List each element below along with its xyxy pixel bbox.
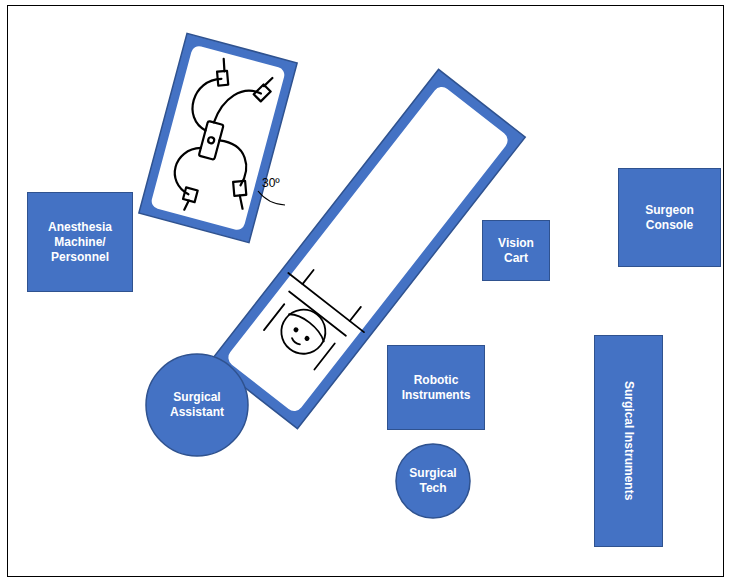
node-label: Surgical Assistant <box>160 390 235 420</box>
circle-shape <box>396 444 470 518</box>
node-label: Surgical Instruments <box>621 381 636 500</box>
node-label: Vision Cart <box>487 236 545 266</box>
staff-circle: Surgical Tech <box>395 443 471 519</box>
equipment-box: Surgical Instruments <box>594 335 663 547</box>
node-label: Robotic Instruments <box>392 373 480 403</box>
equipment-box: Vision Cart <box>482 220 550 281</box>
equipment-box: Surgeon Console <box>618 168 721 267</box>
node-label: Surgical Tech <box>406 466 461 496</box>
angle-label: 30º <box>262 176 280 190</box>
robot-cart <box>139 33 297 242</box>
frame-border <box>8 6 724 577</box>
equipment-box: Anesthesia Machine/ Personnel <box>27 192 133 292</box>
angle-arc <box>258 191 285 205</box>
equipment-box: Robotic Instruments <box>387 345 485 430</box>
node-label: Surgeon Console <box>623 203 716 233</box>
staff-circle: Surgical Assistant <box>145 353 249 457</box>
node-label: Anesthesia Machine/ Personnel <box>32 220 128 265</box>
circle-shape <box>146 354 248 456</box>
